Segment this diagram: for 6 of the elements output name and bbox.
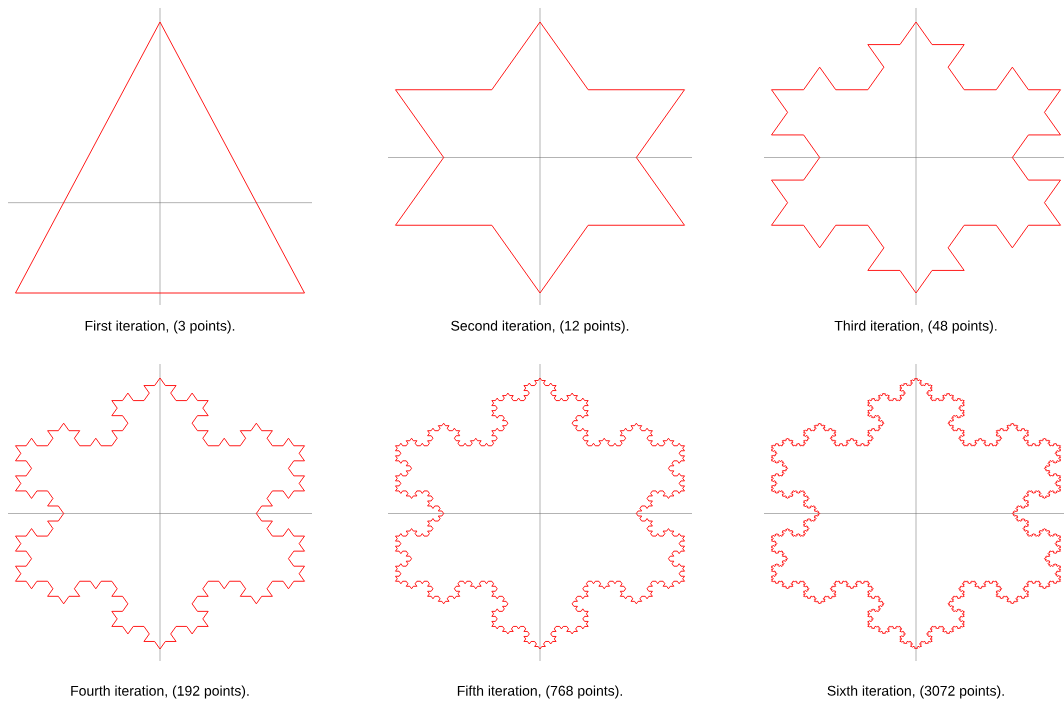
caption: Third iteration, (48 points). bbox=[834, 320, 997, 334]
caption: Second iteration, (12 points). bbox=[451, 320, 629, 334]
caption: Fifth iteration, (768 points). bbox=[457, 685, 622, 699]
caption: Fourth iteration, (192 points). bbox=[71, 685, 249, 699]
caption: Sixth iteration, (3072 points). bbox=[827, 685, 1004, 699]
caption: First iteration, (3 points). bbox=[85, 320, 235, 334]
